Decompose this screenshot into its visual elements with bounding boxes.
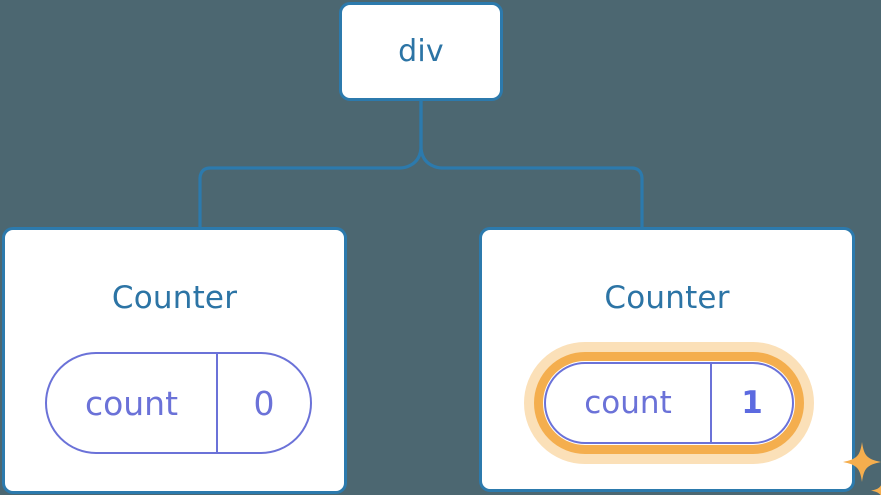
highlight-glow-outer	[524, 342, 814, 464]
state-pill-label: count	[584, 385, 672, 421]
state-pill-value: 0	[216, 354, 310, 452]
state-pill[interactable]: count 0	[45, 352, 312, 454]
node-title: Counter	[604, 280, 730, 316]
state-pill[interactable]: count 1	[544, 362, 794, 444]
node-counter-left[interactable]: Counter count 0	[2, 227, 347, 494]
state-pill-label: count	[84, 383, 179, 423]
node-counter-right[interactable]: Counter count 1	[479, 227, 881, 495]
state-pill-value: 1	[710, 364, 792, 442]
sparkle-small-icon	[871, 485, 881, 495]
node-div-label: div	[398, 34, 444, 69]
state-pill-container: count 0	[45, 352, 312, 454]
sparkle-large-icon	[843, 442, 881, 482]
node-div[interactable]: div	[339, 2, 503, 101]
node-title: Counter	[111, 280, 238, 316]
state-pill-container-highlighted: count 1	[524, 342, 881, 495]
highlight-ring	[534, 352, 804, 454]
sparkle-group	[843, 442, 881, 495]
